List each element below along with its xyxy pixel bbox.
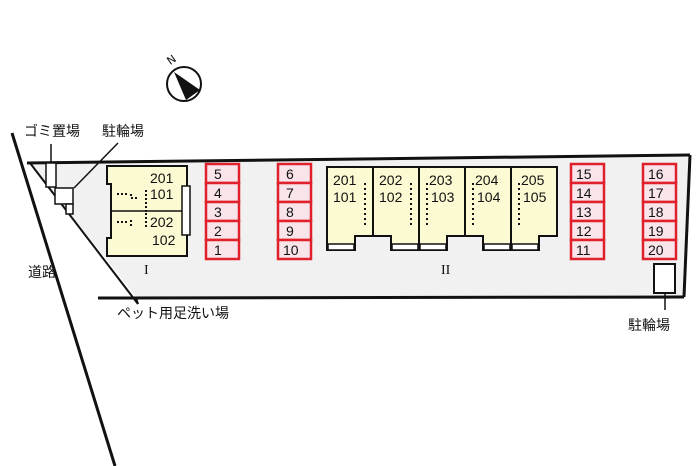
unit-label: 201 (333, 172, 357, 188)
unit-label: 102 (152, 232, 176, 248)
parking-space: 12 (569, 219, 606, 242)
parking-number: 1 (214, 242, 222, 258)
parking-space: 18 (641, 200, 678, 223)
unit-label: 101 (333, 189, 357, 205)
pet-wash-label: ペット用足洗い場 (117, 306, 229, 322)
parking-column: 6 7 8 9 10 (276, 162, 313, 261)
lot-right-edge (682, 154, 692, 298)
parking-column: 5 4 3 2 1 (204, 162, 241, 261)
unit-label: 101 (150, 186, 174, 202)
parking-number: 8 (286, 204, 294, 220)
parking-number: 19 (648, 223, 664, 239)
building-1-name: I (144, 263, 149, 278)
parking-space: 11 (569, 238, 606, 261)
garbage-label: ゴミ置場 (24, 123, 80, 140)
parking-space: 6 (276, 162, 313, 185)
unit-label: 203 (429, 172, 453, 188)
parking-number: 2 (214, 223, 222, 239)
parking-number: 17 (648, 185, 664, 201)
parking-space: 20 (641, 238, 678, 261)
parking-number: 10 (283, 242, 299, 258)
parking-space: 13 (569, 200, 606, 223)
unit-label: 202 (150, 214, 174, 230)
parking-number: 20 (648, 242, 664, 258)
parking-number: 13 (576, 204, 592, 220)
parking-space: 4 (204, 181, 241, 204)
parking-space: 15 (569, 162, 606, 185)
bike-shed-top (54, 187, 74, 205)
parking-number: 7 (286, 185, 294, 201)
parking-number: 6 (286, 166, 294, 182)
parking-space: 1 (204, 238, 241, 261)
parking-space: 14 (569, 181, 606, 204)
lot-top-edge (26, 153, 691, 165)
bike-shed-bottom-label: 駐輪場 (628, 317, 670, 334)
unit-label: 204 (475, 172, 499, 188)
unit-label: 202 (379, 172, 403, 188)
parking-space: 10 (276, 238, 313, 261)
parking-column: 16 17 18 19 20 (641, 162, 678, 261)
bike-shed-top-label: 駐輪場 (102, 123, 144, 140)
parking-number: 9 (286, 223, 294, 239)
parking-space: 16 (641, 162, 678, 185)
building-1: 201 101 202 102 (106, 165, 191, 257)
unit-label: 105 (523, 189, 547, 205)
parking-number: 3 (214, 204, 222, 220)
unit-label: 103 (431, 189, 455, 205)
garbage-area (45, 162, 57, 188)
road-edge-outer (10, 132, 117, 466)
parking-number: 16 (648, 166, 664, 182)
unit-label: 201 (150, 170, 174, 186)
parking-space: 19 (641, 219, 678, 242)
parking-space: 2 (204, 219, 241, 242)
parking-number: 4 (214, 185, 222, 201)
parking-number: 18 (648, 204, 664, 220)
bike-shed-top-small (65, 203, 74, 215)
parking-space: 5 (204, 162, 241, 185)
parking-number: 11 (576, 242, 591, 258)
parking-space: 8 (276, 200, 313, 223)
parking-number: 15 (576, 166, 592, 182)
parking-space: 3 (204, 200, 241, 223)
unit-label: 104 (477, 189, 501, 205)
unit-label: 102 (379, 189, 403, 205)
compass-icon: N (165, 52, 202, 102)
bike-top-leader-line (73, 142, 119, 189)
parking-space: 7 (276, 181, 313, 204)
compass-north-label: N (165, 52, 179, 67)
bike-shed-bottom (653, 263, 676, 294)
parking-space: 9 (276, 219, 313, 242)
pet-wash-leader-line (135, 297, 139, 305)
unit-label: 205 (521, 172, 545, 188)
building-2-name: II (441, 263, 451, 278)
lot-bottom-edge (97, 295, 685, 300)
parking-space: 17 (641, 181, 678, 204)
parking-number: 14 (576, 185, 592, 201)
parking-number: 5 (214, 166, 222, 182)
road-label: 道路 (28, 265, 56, 281)
parking-column: 15 14 13 12 11 (569, 162, 606, 261)
parking-number: 12 (576, 223, 592, 239)
